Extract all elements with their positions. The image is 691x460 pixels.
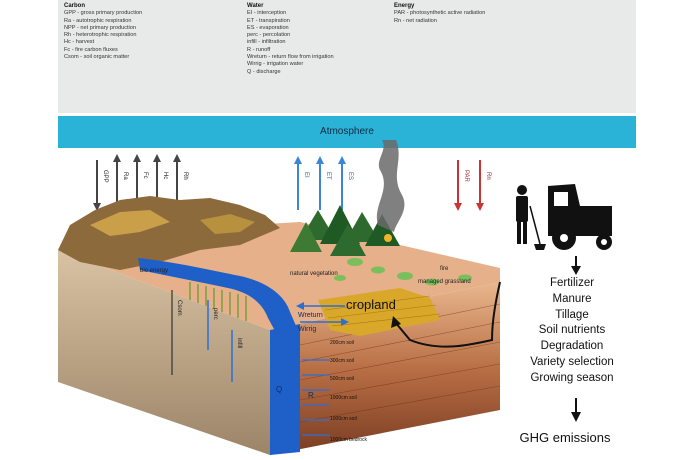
ra-label: Ra bbox=[122, 172, 128, 180]
legend-item: Fc - fire carbon fluxes bbox=[64, 46, 118, 53]
csom-label: Csom bbox=[176, 300, 182, 316]
management-list: Fertilizer Manure Tillage Soil nutrients… bbox=[512, 276, 632, 387]
left-soil-face bbox=[58, 250, 270, 455]
soil-layer-labels: 200cm soil 300cm soil 500cm soil 1000cm … bbox=[330, 340, 367, 443]
energy-flux-arrows bbox=[457, 160, 481, 205]
soil-layer-label: 300cm soil bbox=[330, 358, 354, 364]
atmosphere-band: Atmosphere bbox=[58, 116, 636, 148]
management-item: Fertilizer bbox=[549, 277, 595, 289]
management-item: Tillage bbox=[555, 308, 589, 321]
par-label: PAR bbox=[463, 170, 469, 183]
legend-carbon: Carbon GPP - gross primary production Ra… bbox=[64, 3, 142, 61]
management-item: Degradation bbox=[540, 340, 604, 353]
down-arrow-icon bbox=[571, 266, 581, 275]
soil-layer-label: 1000cm bedrock bbox=[330, 437, 367, 443]
legend-energy-heading: Energy bbox=[394, 3, 415, 9]
legend-carbon-heading: Carbon bbox=[64, 3, 85, 9]
legend-item: NPP - net primary production bbox=[64, 24, 137, 31]
water-flux-arrows bbox=[297, 162, 343, 210]
soil-layer-label: 500cm soil bbox=[330, 376, 354, 382]
hill-vegetation bbox=[90, 210, 170, 236]
discharge-channel bbox=[270, 324, 300, 455]
legend-water-heading: Water bbox=[247, 3, 264, 9]
gpp-label: GPP bbox=[102, 170, 108, 183]
farmer-icon bbox=[516, 185, 546, 250]
legend-item: PAR - photosynthetic active radiation bbox=[394, 10, 486, 17]
r-label: R bbox=[308, 391, 314, 400]
soil-layer-label: 1000cm soil bbox=[330, 395, 357, 401]
legend-item: Wirrig - irrigation water bbox=[247, 61, 304, 68]
legend-item: perc - percolation bbox=[247, 32, 291, 39]
bio-energy-crops bbox=[189, 282, 247, 321]
tractor-icon bbox=[548, 184, 612, 250]
management-item: Manure bbox=[552, 292, 592, 305]
legend-item: Hc - harvest bbox=[64, 39, 95, 46]
legend-water: Water EI - interception ET - transpirati… bbox=[247, 3, 334, 76]
fire-label: fire bbox=[440, 266, 449, 272]
soil-layer-label: 1000cm soil bbox=[330, 416, 357, 422]
rn-label: Rn bbox=[485, 172, 491, 180]
legend-item: Q - discharge bbox=[247, 68, 281, 75]
fc-label: Fc bbox=[142, 172, 148, 179]
legend-item: GPP - gross primary production bbox=[64, 10, 143, 17]
rh-label: Rh bbox=[182, 172, 188, 180]
management-item: Variety selection bbox=[530, 355, 614, 368]
legend-item: Rh - heterotrophic respiration bbox=[64, 32, 137, 39]
legend-item: R - runoff bbox=[247, 46, 271, 53]
managed-grassland-label: managed grassland bbox=[418, 279, 471, 285]
ghg-emissions-label: GHG emissions bbox=[519, 430, 611, 445]
perc-label: perc bbox=[212, 308, 218, 320]
bio-energy-label: bio energy bbox=[140, 268, 168, 274]
legend-item: infill - infiltration bbox=[247, 39, 286, 46]
legend-item: Wreturn - return flow from irrigation bbox=[247, 54, 334, 61]
hills bbox=[58, 196, 280, 270]
ei-label: EI bbox=[303, 172, 309, 178]
et-label: ET bbox=[325, 172, 331, 180]
legend-item: ET - transpiration bbox=[247, 17, 290, 24]
legend-item: Rn - net radiation bbox=[394, 17, 437, 24]
natural-vegetation-label: natural vegetation bbox=[290, 271, 338, 277]
cropland-connector bbox=[394, 281, 501, 348]
front-soil-face bbox=[270, 282, 500, 455]
hc-label: Hc bbox=[162, 172, 168, 179]
cropland-label: cropland bbox=[346, 297, 396, 312]
down-arrow-icon bbox=[571, 412, 581, 422]
fire-icon bbox=[384, 234, 392, 242]
wreturn-label: Wreturn bbox=[298, 312, 323, 319]
smoke bbox=[376, 140, 405, 232]
infill-label: infill bbox=[236, 338, 242, 348]
legend-panel: Carbon GPP - gross primary production Ra… bbox=[58, 0, 636, 113]
legend-energy: Energy PAR - photosynthetic active radia… bbox=[394, 3, 485, 25]
wirrig-label: Wirrig bbox=[298, 326, 316, 333]
management-item: Soil nutrients bbox=[538, 324, 606, 337]
legend-item: Ra - autotrophic respiration bbox=[64, 17, 132, 24]
legend-item: EI - interception bbox=[247, 10, 287, 17]
soil-layer-label: 200cm soil bbox=[330, 340, 354, 346]
irrigation-arrows bbox=[300, 305, 345, 323]
legend-item: Csom - soil organic matter bbox=[64, 54, 130, 61]
runoff-arrows bbox=[302, 359, 330, 436]
grassland-patches bbox=[334, 258, 472, 286]
q-label: Q bbox=[276, 385, 282, 394]
forest bbox=[290, 205, 400, 256]
legend-item: ES - evaporation bbox=[247, 24, 289, 31]
management-item: Growing season bbox=[530, 371, 614, 384]
es-label: ES bbox=[347, 172, 353, 180]
